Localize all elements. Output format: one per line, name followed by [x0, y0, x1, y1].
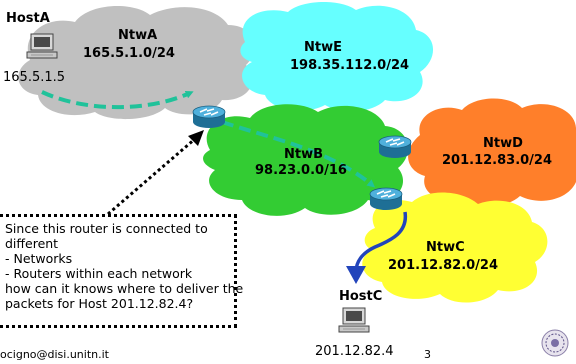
- network-e-prefix: 198.35.112.0/24: [290, 58, 410, 73]
- route-arrowhead-hostc: [346, 266, 366, 284]
- route-path-a-to-router: [41, 90, 194, 110]
- host-computer-icon: [338, 307, 370, 333]
- router-icon: [378, 135, 412, 158]
- cloud-ntwe: [240, 1, 434, 112]
- network-a-prefix: 165.5.1.0/24: [83, 46, 175, 61]
- note-line: - Routers within each network: [5, 266, 193, 281]
- host-c-ip: 201.12.82.4: [315, 344, 394, 359]
- cloud-ntwb: [203, 104, 408, 216]
- host-c-name: HostC: [339, 289, 383, 304]
- host-a-ip: 165.5.1.5: [3, 70, 66, 85]
- network-b-prefix: 98.23.0.0/16: [255, 163, 347, 178]
- network-d-name: NtwD: [483, 136, 523, 151]
- note-line: Since this router is connected to: [5, 221, 208, 236]
- route-path-router-to-hostc: [354, 211, 408, 273]
- router-icon: [369, 187, 403, 210]
- router-question-note: Since this router is connected to differ…: [0, 214, 244, 328]
- university-seal-icon: [541, 329, 569, 357]
- network-c-prefix: 201.12.82.0/24: [388, 258, 499, 273]
- host-a-name: HostA: [6, 11, 50, 26]
- footer-email: ocigno@disi.unitn.it: [0, 348, 109, 361]
- cloud-ntwd: [408, 98, 576, 207]
- network-e-name: NtwE: [304, 40, 342, 55]
- network-a-name: NtwA: [118, 28, 158, 43]
- note-line: different: [5, 236, 59, 251]
- note-line: how can it knows where to deliver the: [5, 281, 244, 296]
- network-d-prefix: 201.12.83.0/24: [442, 153, 553, 168]
- note-pointer-arrowhead: [188, 130, 204, 146]
- note-line: packets for Host 201.12.82.4?: [5, 296, 194, 311]
- note-pointer-dotted-line: [107, 136, 197, 216]
- network-c-name: NtwC: [426, 240, 465, 255]
- cloud-ntwc: [362, 192, 548, 303]
- network-b-name: NtwB: [284, 147, 324, 162]
- note-line: - Networks: [5, 251, 73, 266]
- router-icon: [192, 105, 226, 128]
- page-number: 3: [424, 348, 431, 361]
- cloud-ntwa: [18, 5, 255, 120]
- host-computer-icon: [26, 33, 58, 59]
- route-path-router-to-router: [221, 120, 376, 188]
